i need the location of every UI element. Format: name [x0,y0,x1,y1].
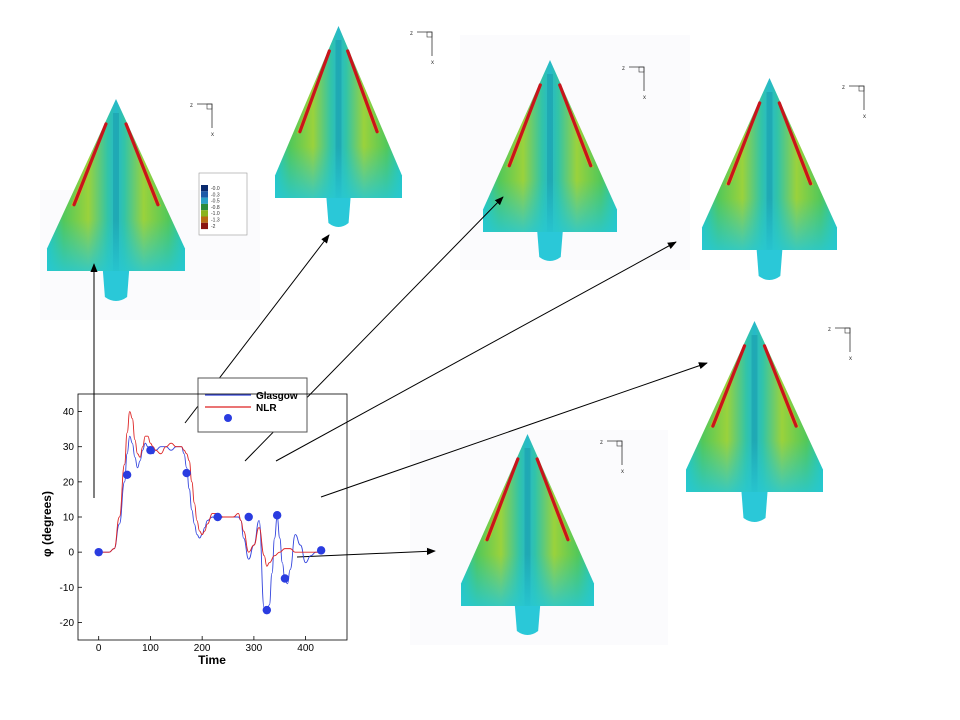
colorbar: -0.0-0.3-0.5-0.8-1.0-1.3-2 [198,172,248,236]
wing-trailing-wash [47,99,185,271]
marker-point [272,511,282,520]
wing-plot-3: zx [460,35,690,270]
triad-z-label: z [600,440,603,446]
wing-trailing-wash [686,321,823,492]
y-tick-label: -20 [60,618,75,629]
triad-corner [426,31,433,38]
triad-x-label: x [211,132,214,138]
triad-z-label: z [410,31,413,37]
triad-x-label: x [863,114,866,120]
arrow-4 [275,241,677,462]
colorbar-swatch [201,203,208,211]
legend-marker [224,414,232,422]
axis-triad: zx [190,103,214,138]
marker-point [280,574,290,583]
wing-trailing-wash [275,26,402,198]
colorbar-swatch [201,216,208,223]
colorbar-swatch [201,185,208,192]
colorbar-swatch [201,197,208,204]
colorbar-label: -2 [211,224,216,230]
y-tick-label: 20 [63,477,75,488]
marker-point [244,512,253,522]
wing-plot-2: zx [275,26,434,227]
y-tick-label: -10 [60,583,75,594]
marker-point [122,470,132,480]
x-axis-label: Time [198,653,226,667]
marker-point [213,512,222,522]
wing-plot-6: zx [410,430,668,645]
colorbar-label: -1.3 [211,218,220,224]
legend-label-nlr: NLR [256,403,277,414]
axis-triad: zx [410,31,434,66]
y-tick-label: 40 [63,407,75,418]
arrow-5 [320,362,708,498]
wing-tail [756,250,783,280]
x-tick-label: 400 [297,643,314,654]
triad-axes [197,103,213,128]
triad-x-label: x [849,356,852,362]
marker-point [262,605,272,615]
wing-tail [741,492,768,522]
triad-z-label: z [190,103,193,109]
colorbar-swatch [201,210,208,217]
colorbar-label: -0.8 [211,205,220,211]
marker-point [182,468,191,478]
arrow-6 [296,547,436,558]
triad-corner [638,66,645,73]
x-tick-label: 0 [96,643,102,654]
triad-corner [616,440,623,447]
wing-tail [514,606,541,635]
triad-z-label: z [828,327,831,333]
legend-box [197,377,308,433]
triad-corner [206,103,213,110]
wing-trailing-wash [702,78,837,250]
colorbar-label: -0.3 [211,192,220,198]
axis-triad: zx [842,85,866,120]
marker-point [94,547,103,557]
y-tick-label: 0 [68,548,74,559]
axis-triad: zx [828,327,852,362]
triad-x-label: x [621,469,624,475]
series-line-glasgow [98,435,322,613]
colorbar-label: -0.5 [211,199,220,205]
colorbar-swatch [201,191,208,198]
wing-trailing-wash [461,434,594,606]
triad-z-label: z [842,85,845,91]
series-line-nlr [98,411,322,567]
legend: Glasgow NLR [197,377,308,433]
triad-corner [844,327,851,334]
wing-plot-4: zx [702,78,866,280]
triad-x-label: x [431,60,434,66]
wing-plot-5: zx [686,321,852,522]
wing-tail [537,232,563,261]
legend-label-glasgow: Glasgow [256,391,298,402]
wing-tail [326,198,351,227]
y-axis-label: φ (degrees) [40,491,54,557]
axis-triad: zx [622,66,646,101]
x-tick-label: 100 [142,643,159,654]
y-tick-label: 10 [63,513,75,524]
y-tick-label: 30 [63,442,75,453]
x-tick-label: 200 [194,643,211,654]
wing-tail [102,271,130,301]
colorbar-swatch [201,222,208,230]
wing-trailing-wash [483,60,617,232]
colorbar-label: -0.0 [211,186,220,192]
triad-axes [849,85,865,110]
colorbar-label: -1.0 [211,211,220,217]
triad-z-label: z [622,66,625,72]
colorbar-swatches [201,185,208,230]
axis-triad: zx [600,440,624,475]
triad-corner [858,85,865,92]
x-tick-label: 300 [246,643,263,654]
phi-time-chart: 0 100 200 300 400 -20 -10 0 10 20 30 40 Time φ (deg… [40,393,348,667]
marker-point [316,546,326,555]
marker-point [146,446,155,455]
triad-axes [835,327,851,352]
triad-axes [417,31,433,56]
triad-x-label: x [643,95,646,101]
